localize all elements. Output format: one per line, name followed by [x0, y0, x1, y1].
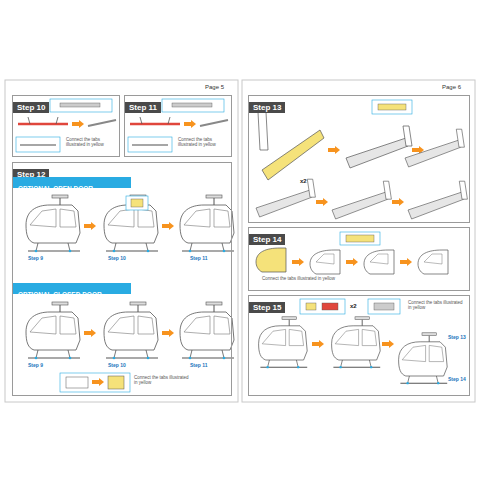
callout-number: Step 11: [190, 362, 208, 368]
step-heading: Step 14: [249, 234, 285, 245]
step-panel: Step 13: [248, 95, 470, 223]
step-panel: Step 14: [248, 227, 470, 291]
quantity-mark: x2: [300, 178, 307, 184]
banner-text: OPTIONAL CLOSED DOOR: [13, 289, 107, 300]
step-heading: Step 13: [249, 102, 285, 113]
note: Connect the tabs illustrated in yellow: [408, 300, 466, 310]
page-number: Page 6: [442, 84, 461, 90]
step-heading: Step 10: [13, 102, 49, 113]
banner-text: OPTIONAL OPEN DOOR: [13, 183, 98, 194]
page-number: Page 5: [205, 84, 224, 90]
note: Connect the tabs illustrated in yellow: [134, 375, 189, 385]
option-banner: OPTIONAL CLOSED DOOR: [13, 283, 131, 294]
step-panel: Step 11: [124, 95, 232, 157]
note: Connect the tabs illustrated in yellow: [178, 137, 228, 147]
step-panel: Step 15: [248, 295, 470, 396]
step-heading: Step 11: [125, 102, 161, 113]
note: Connect the tabs illustrated in yellow: [66, 137, 116, 147]
step-panel: Step 10: [12, 95, 120, 157]
step-heading: Step 15: [249, 302, 285, 313]
note: Connect the tabs illustrated in yellow: [262, 276, 342, 281]
callout-number: Step 10: [108, 255, 126, 261]
quantity-mark: x2: [350, 303, 357, 309]
callout-number: Step 9: [28, 255, 43, 261]
callout-number: Step 13: [448, 334, 466, 340]
option-banner: OPTIONAL OPEN DOOR: [13, 177, 131, 188]
callout-number: Step 10: [108, 362, 126, 368]
callout-number: Step 14: [448, 376, 466, 382]
step-panel: Step 12OPTIONAL OPEN DOOROPTIONAL CLOSED…: [12, 162, 232, 396]
callout-number: Step 9: [28, 362, 43, 368]
callout-number: Step 11: [190, 255, 208, 261]
